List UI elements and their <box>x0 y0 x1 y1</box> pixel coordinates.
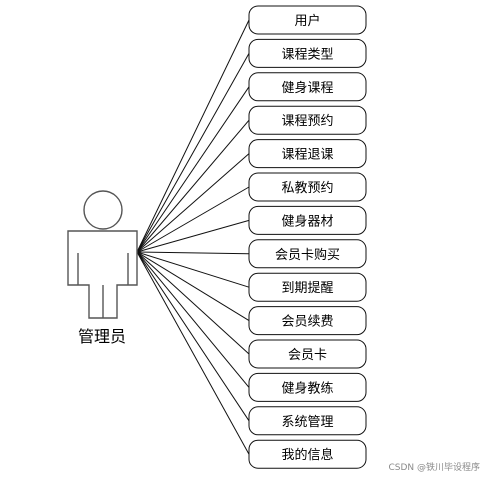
use-case-membership-renewal: 会员续费 <box>248 306 367 336</box>
use-case-label: 系统管理 <box>281 415 333 430</box>
use-case-label: 会员卡购买 <box>275 247 340 263</box>
use-case-box <box>248 272 367 302</box>
use-case-label: 到期提醒 <box>281 280 333 296</box>
association-line-my-info <box>136 251 250 455</box>
use-case-box <box>248 5 367 35</box>
use-case-label: 课程类型 <box>281 47 333 62</box>
use-case-my-info: 我的信息 <box>248 439 367 469</box>
association-line-course-booking <box>136 119 250 253</box>
use-case-label: 会员卡 <box>288 348 327 363</box>
use-case-box <box>248 306 367 336</box>
association-line-fitness-coach <box>136 251 250 388</box>
use-case-label: 课程预约 <box>281 114 333 129</box>
use-case-course-booking: 课程预约 <box>248 105 367 135</box>
use-case-fitness-course: 健身课程 <box>248 72 367 102</box>
association-line-course-withdraw <box>136 153 250 253</box>
use-case-expiry-reminder: 到期提醒 <box>248 272 367 302</box>
use-case-membership-card-purchase: 会员卡购买 <box>248 239 367 269</box>
use-case-label: 健身课程 <box>281 80 333 96</box>
association-line-membership-card <box>136 251 250 355</box>
use-case-label: 课程退课 <box>281 148 333 163</box>
association-line-expiry-reminder <box>136 251 250 288</box>
use-case-system-management: 系统管理 <box>248 406 367 436</box>
use-case-box <box>248 372 367 402</box>
use-case-box <box>248 439 367 469</box>
use-case-label: 我的信息 <box>281 447 333 463</box>
use-case-box <box>248 339 367 369</box>
actor-body <box>67 230 138 319</box>
association-line-membership-renewal <box>136 251 250 322</box>
use-case-box <box>248 139 367 169</box>
association-line-system-management <box>136 251 250 422</box>
use-case-membership-card: 会员卡 <box>248 339 367 369</box>
use-case-box <box>248 172 367 202</box>
use-case-fitness-coach: 健身教练 <box>248 372 367 402</box>
actor-label: 管理员 <box>78 327 126 346</box>
association-line-user <box>136 19 250 253</box>
use-case-label: 私教预约 <box>281 180 333 196</box>
use-case-label: 健身教练 <box>281 380 333 396</box>
use-case-course-type: 课程类型 <box>248 38 367 68</box>
association-line-course-type <box>136 53 250 253</box>
actor-figure: 管理员 <box>67 190 138 346</box>
use-case-list: 用户课程类型健身课程课程预约课程退课私教预约健身器材会员卡购买到期提醒会员续费会… <box>248 5 367 469</box>
association-lines <box>136 19 250 455</box>
watermark-text: CSDN @铁川毕设程序 <box>388 461 480 473</box>
use-case-private-training-booking: 私教预约 <box>248 172 367 202</box>
use-case-box <box>248 239 367 269</box>
use-case-box <box>248 105 367 135</box>
use-case-box <box>248 205 367 235</box>
association-line-membership-card-purchase <box>136 251 250 255</box>
use-case-label: 健身器材 <box>281 213 333 229</box>
association-line-private-training-booking <box>136 186 250 253</box>
use-case-label: 会员续费 <box>281 315 333 330</box>
use-case-course-withdraw: 课程退课 <box>248 139 367 169</box>
use-case-user: 用户 <box>248 5 367 35</box>
use-case-label: 用户 <box>294 13 320 29</box>
actor-head <box>83 190 123 230</box>
association-line-fitness-equipment <box>136 219 250 253</box>
use-case-fitness-equipment: 健身器材 <box>248 205 367 235</box>
use-case-box <box>248 38 367 68</box>
association-line-fitness-course <box>136 86 250 253</box>
use-case-box <box>248 406 367 436</box>
use-case-box <box>248 72 367 102</box>
